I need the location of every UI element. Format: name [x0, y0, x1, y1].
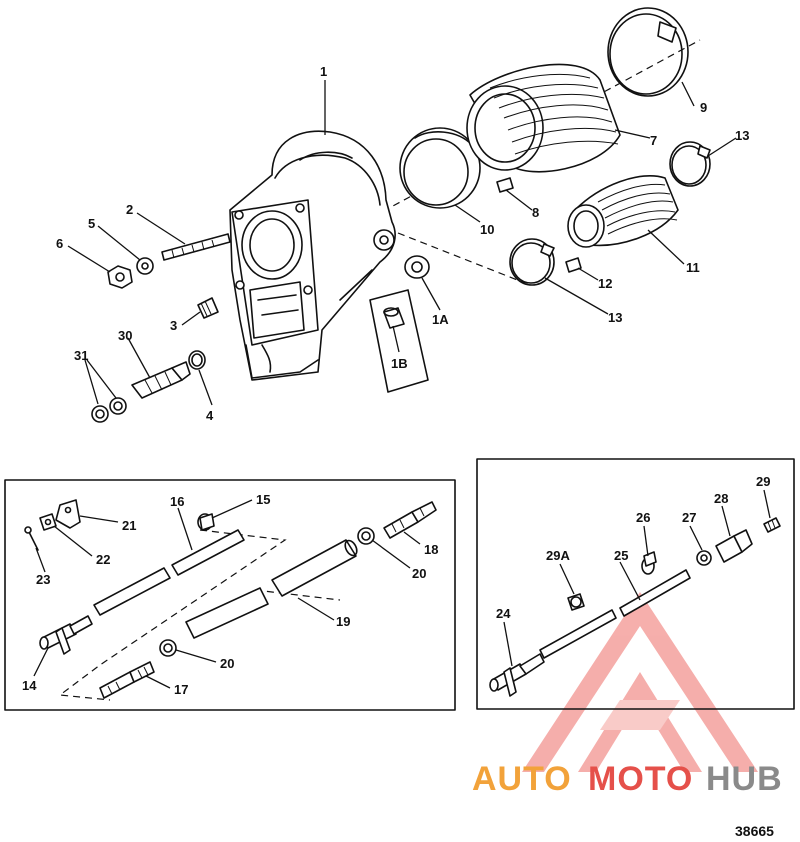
leaders-bottom-left [33, 499, 421, 689]
callout-15: 15 [256, 492, 270, 507]
callout-21: 21 [122, 518, 136, 533]
callout-6: 6 [56, 236, 63, 251]
callout-17: 17 [174, 682, 188, 697]
bell-housing [229, 130, 396, 381]
callout-25: 25 [614, 548, 628, 563]
screw-23 [24, 526, 39, 551]
leaders-bottom-right [503, 489, 771, 667]
hose-lower [185, 587, 269, 639]
callout-20-upper: 20 [412, 566, 426, 581]
callout-22: 22 [96, 552, 110, 567]
figure-number: 38665 [735, 823, 774, 839]
hose-clamp-small-lower [509, 238, 555, 286]
callout-9: 9 [700, 100, 707, 115]
hose-19 [271, 539, 358, 597]
plate-22 [39, 513, 57, 531]
centerline-lower [397, 232, 526, 284]
fitting-24 [489, 653, 545, 697]
callout-10: 10 [480, 222, 494, 237]
o-ring [188, 350, 206, 370]
callout-30: 30 [118, 328, 132, 343]
callout-19: 19 [336, 614, 350, 629]
hose-25 [539, 569, 691, 659]
fitting-29 [763, 517, 781, 533]
clamp-26 [641, 551, 657, 575]
callout-1b: 1B [391, 356, 408, 371]
watermark-part1: AUTO [472, 760, 572, 798]
guide-left-mid [254, 589, 341, 601]
watermark-logo [522, 592, 758, 772]
callout-18: 18 [424, 542, 438, 557]
callout-27: 27 [682, 510, 696, 525]
hose-clamp-large [607, 7, 689, 97]
exhaust-bellows [466, 63, 621, 173]
fitting [197, 297, 219, 319]
callout-23: 23 [36, 572, 50, 587]
inset-box-left [4, 479, 456, 711]
watermark-text: AUTO MOTO HUB [472, 760, 783, 798]
callout-12: 12 [598, 276, 612, 291]
shift-bellows [567, 175, 679, 248]
callout-7: 7 [650, 133, 657, 148]
callout-28: 28 [714, 491, 728, 506]
callout-29: 29 [756, 474, 770, 489]
clamp-20-upper [357, 527, 375, 545]
hose-upper-left [93, 567, 171, 616]
hose-clamp-small-top [669, 141, 711, 187]
callout-13-top: 13 [735, 128, 749, 143]
watermark-part2: MOTO [588, 760, 693, 798]
callout-1a: 1A [432, 312, 449, 327]
bracket-21 [55, 499, 81, 529]
fitting-18 [383, 501, 437, 539]
washer-1a [404, 255, 430, 279]
callout-29a: 29A [546, 548, 570, 563]
callout-31: 31 [74, 348, 88, 363]
hose-16 [171, 529, 245, 576]
clamp-15 [197, 513, 215, 531]
ring-27 [696, 550, 712, 566]
clip-8 [496, 177, 514, 193]
nut [107, 265, 133, 289]
clamp-29a [567, 593, 585, 611]
rings [91, 397, 127, 423]
callout-16: 16 [170, 494, 184, 509]
fitting-14 [39, 615, 93, 655]
guide-left-upper [58, 529, 287, 701]
fitting-28 [715, 529, 753, 563]
stud [161, 233, 231, 261]
callout-24: 24 [496, 606, 511, 621]
callout-4: 4 [206, 408, 214, 423]
leaders-top [67, 80, 737, 406]
washer [136, 257, 154, 275]
ring-10 [399, 127, 481, 209]
clip-12 [565, 257, 582, 273]
clamp-20-lower [159, 639, 177, 657]
callout-11: 11 [686, 260, 700, 275]
valve [131, 361, 191, 399]
callout-8: 8 [532, 205, 539, 220]
callout-2: 2 [126, 202, 133, 217]
inset-box-right [476, 458, 795, 710]
callout-14: 14 [22, 678, 37, 693]
bushing-box [369, 289, 429, 393]
callout-20-lower: 20 [220, 656, 234, 671]
watermark-part3: HUB [706, 760, 783, 798]
callout-3: 3 [170, 318, 177, 333]
fitting-17 [99, 661, 155, 699]
callout-1: 1 [320, 64, 327, 79]
callout-26: 26 [636, 510, 650, 525]
callout-5: 5 [88, 216, 95, 231]
callout-13-lower: 13 [608, 310, 622, 325]
